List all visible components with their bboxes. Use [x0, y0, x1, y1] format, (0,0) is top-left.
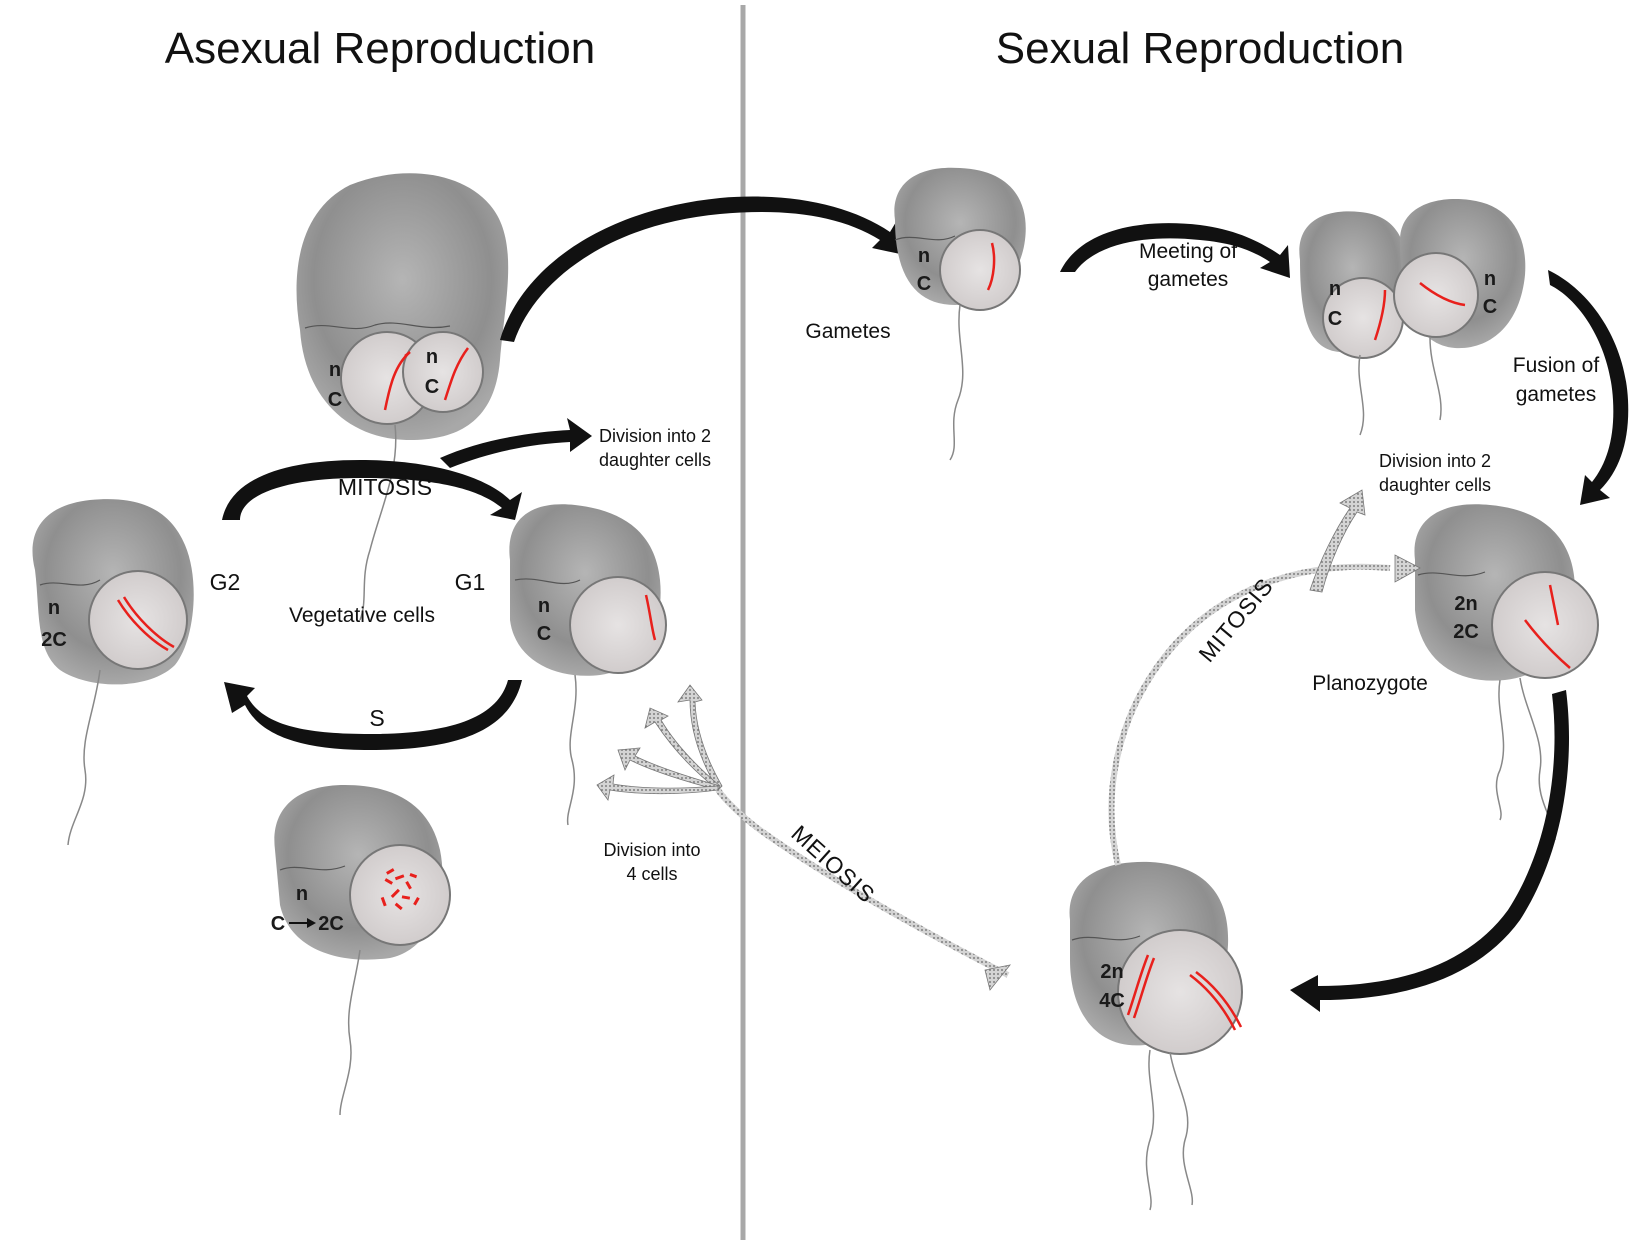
meeting-arrow	[1060, 223, 1290, 278]
s-cell-arrow-head	[307, 918, 316, 928]
fusion-line2: gametes	[1516, 383, 1597, 406]
s-phase-label: S	[369, 705, 384, 731]
planozygote-ploidy: 2n	[1454, 593, 1477, 615]
dividing-cell-right-ploidy: n	[426, 346, 438, 368]
planozygote-content: 2C	[1453, 621, 1479, 643]
division-2-asexual-line2: daughter cells	[599, 450, 711, 470]
dividing-cell-right-content: C	[425, 376, 439, 398]
division-2-asexual-line1: Division into 2	[599, 426, 711, 446]
meeting-pair-cells: n C n C	[1299, 199, 1526, 436]
s-cell-content-to: 2C	[318, 913, 344, 935]
meeting-left-ploidy: n	[1329, 278, 1341, 300]
dividing-cell-left-content: C	[328, 389, 342, 411]
gamete-cell: n C	[894, 167, 1026, 461]
mitosis-sexual-arrow-head	[1394, 554, 1421, 583]
meiotic-cell: 2n 4C	[1069, 861, 1243, 1211]
division-2-sexual-line1: Division into 2	[1379, 451, 1491, 471]
division-2-arrow-sexual	[1309, 489, 1366, 593]
g1-cell-ploidy: n	[538, 595, 550, 617]
meeting-line1: Meeting of	[1139, 240, 1237, 263]
meeting-right-ploidy: n	[1484, 268, 1496, 290]
meiosis-label: MEIOSIS	[786, 820, 880, 908]
vegetative-cells-label: Vegetative cells	[289, 604, 435, 627]
mitosis-label-sexual: MITOSIS	[1193, 573, 1278, 667]
division-4-line2: 4 cells	[626, 864, 677, 884]
g2-cell-ploidy: n	[48, 597, 60, 619]
mitosis-label-asexual: MITOSIS	[338, 474, 432, 500]
fusion-arrow	[1548, 270, 1629, 505]
sexual-title: Sexual Reproduction	[996, 24, 1404, 73]
dividing-cell-left-ploidy: n	[329, 359, 341, 381]
meeting-left-content: C	[1328, 308, 1342, 330]
s-cell-content-from: C	[271, 913, 285, 935]
mitosis-arrow	[222, 460, 522, 520]
mitosis-sexual-arrow	[1108, 563, 1391, 866]
g2-cell: n 2C	[32, 499, 194, 846]
asexual-title: Asexual Reproduction	[165, 24, 595, 73]
s-cell-ploidy: n	[296, 883, 308, 905]
g2-cell-content: 2C	[41, 629, 67, 651]
meiosis-arrow	[715, 788, 1010, 978]
meeting-line2: gametes	[1148, 268, 1229, 291]
gametes-label: Gametes	[805, 320, 890, 343]
fusion-line1: Fusion of	[1513, 354, 1600, 377]
condensing-chromosomes	[380, 868, 420, 911]
planozygote-to-meiosis-arrow	[1290, 690, 1570, 1012]
planozygote-cell: 2n 2C	[1414, 504, 1599, 841]
meiosis-arrow-head	[984, 964, 1011, 991]
planozygote-label: Planozygote	[1312, 672, 1428, 695]
division-4-arrows	[596, 684, 723, 801]
s-phase-cell: n C 2C	[271, 785, 451, 1116]
gamete-ploidy: n	[918, 245, 930, 267]
meiotic-cell-content: 4C	[1099, 990, 1125, 1012]
gamete-content: C	[917, 273, 931, 295]
meeting-right-content: C	[1483, 296, 1497, 318]
g1-label: G1	[455, 569, 486, 595]
s-phase-arrow	[224, 680, 522, 750]
g1-cell-content: C	[537, 623, 551, 645]
division-4-line1: Division into	[603, 840, 700, 860]
g1-cell: n C	[509, 504, 667, 826]
to-gametes-arrow	[500, 196, 905, 342]
g2-label: G2	[210, 569, 241, 595]
meiotic-cell-ploidy: 2n	[1100, 961, 1123, 983]
dividing-cell: n C n C	[296, 173, 509, 621]
division-2-sexual-line2: daughter cells	[1379, 475, 1491, 495]
division-2-arrow-asexual	[440, 418, 592, 468]
